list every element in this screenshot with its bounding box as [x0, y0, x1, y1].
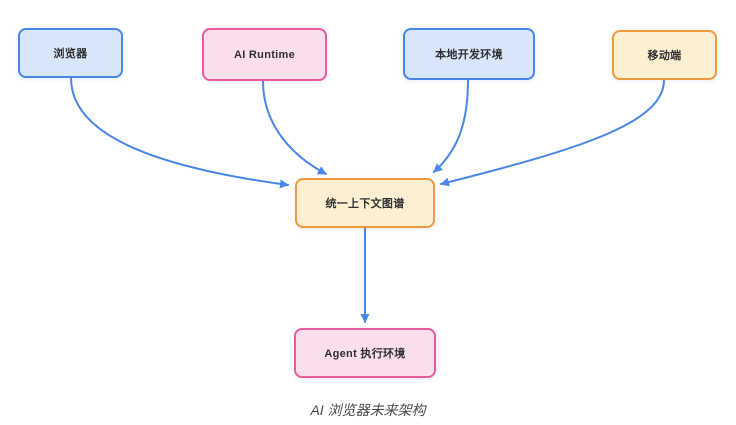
node-ai-runtime-label: AI Runtime — [233, 48, 296, 61]
node-agent-env-label: Agent 执行环境 — [324, 348, 406, 360]
node-local-dev-env-label: 本地开发环境 — [435, 49, 503, 61]
edge-ai-runtime-to-context-graph — [262, 80, 327, 175]
node-mobile-label: 移动端 — [647, 50, 682, 62]
node-ai-runtime: AI Runtime — [202, 28, 327, 81]
node-mobile: 移动端 — [612, 30, 717, 80]
node-context-graph: 统一上下文图谱 — [295, 178, 435, 228]
node-browser-label: 浏览器 — [53, 48, 88, 60]
edge-mobile-to-context-graph — [440, 79, 665, 187]
edge-local-dev-env-to-context-graph — [433, 79, 469, 173]
node-context-graph-label: 统一上下文图谱 — [325, 198, 405, 210]
edge-browser-to-context-graph — [70, 77, 289, 189]
node-agent-env: Agent 执行环境 — [294, 328, 436, 378]
node-local-dev-env: 本地开发环境 — [403, 28, 535, 80]
diagram-caption: AI 浏览器未来架构 — [310, 402, 426, 418]
node-browser: 浏览器 — [18, 28, 123, 78]
